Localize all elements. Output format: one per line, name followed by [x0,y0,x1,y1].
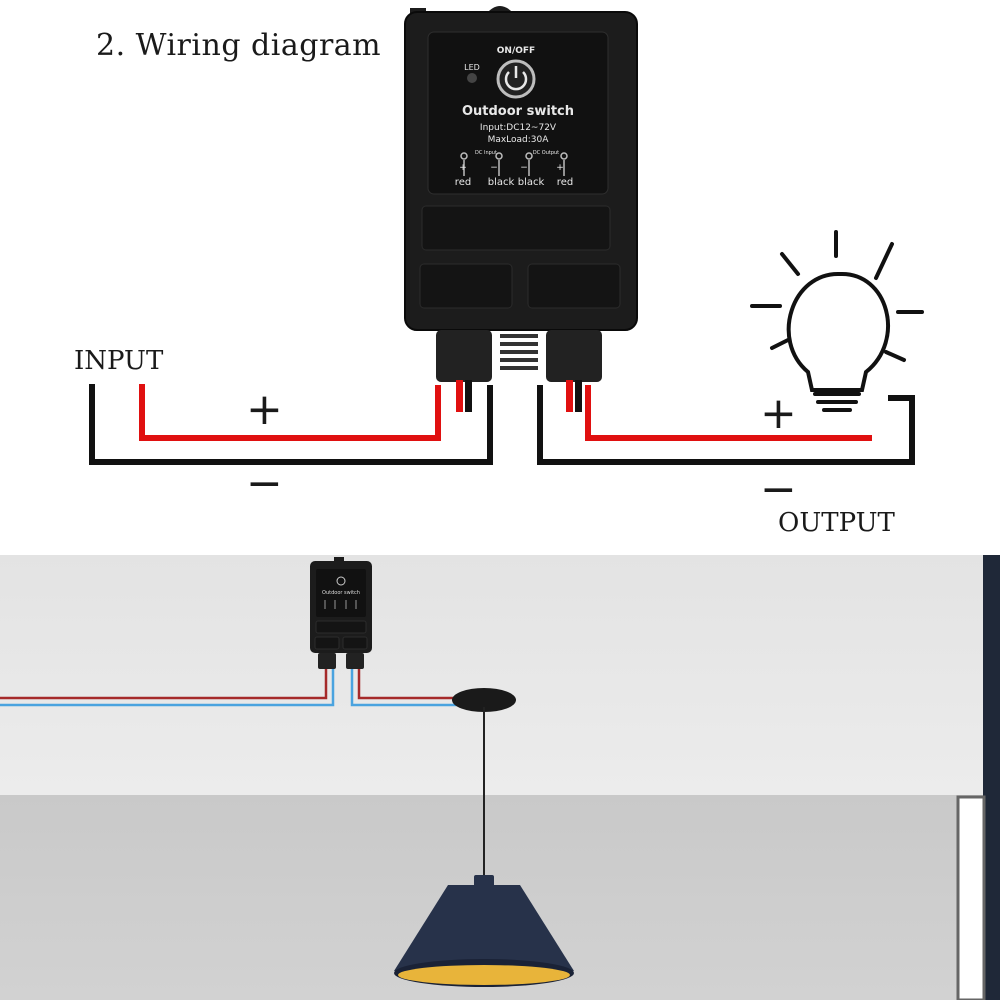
pendant-lamp-icon [394,875,574,987]
light-bulb-icon [750,230,924,412]
scene-output-red-wire [357,667,458,700]
device-name: Outdoor switch [461,104,574,119]
terminal-group-output: DC Output [532,150,560,156]
terminal-sign: − [490,163,498,173]
scene-input-blue-wire [0,667,335,707]
ceiling-rose [452,688,516,712]
terminal-label: red [454,177,472,188]
room-wall [0,555,1000,795]
power-label: ON/OFF [496,46,536,56]
input-label: INPUT [74,346,164,376]
output-positive-wire [585,385,872,441]
terminal-sign: + [556,163,564,173]
terminal-sign: − [520,163,528,173]
led-indicator [467,73,477,83]
output-plus-sign: + [760,388,797,439]
input-plus-sign: + [246,384,283,435]
input-positive-wire [139,384,441,441]
terminal-sign: + [459,163,467,173]
terminal-label: black [517,177,545,188]
scene-switch-device: Outdoor switch [310,557,372,669]
terminal-label: black [487,177,515,188]
wall-frame [956,795,986,1000]
device-spec-input: Input:DC12~72V [479,123,557,133]
scene-input-red-wire [0,667,328,700]
installation-scene: Outdoor switch [0,555,1000,1000]
input-negative-wire [89,384,493,465]
power-icon [504,66,528,91]
output-label: OUTPUT [778,508,895,538]
led-label: LED [464,63,480,72]
scene-device-name: Outdoor switch [322,590,360,596]
outdoor-switch-device [404,6,638,412]
dark-door-edge [983,555,1000,1000]
terminal-label: red [556,177,574,188]
output-minus-sign: − [760,464,797,515]
scene-output-blue-wire [350,667,458,707]
output-negative-wire [537,385,915,465]
terminal-group-input: DC Input [475,150,497,156]
device-spec-load: MaxLoad:30A [487,135,549,145]
input-minus-sign: − [246,458,283,509]
wiring-diagram [89,6,924,465]
diagram-title: 2. Wiring diagram [96,28,382,63]
